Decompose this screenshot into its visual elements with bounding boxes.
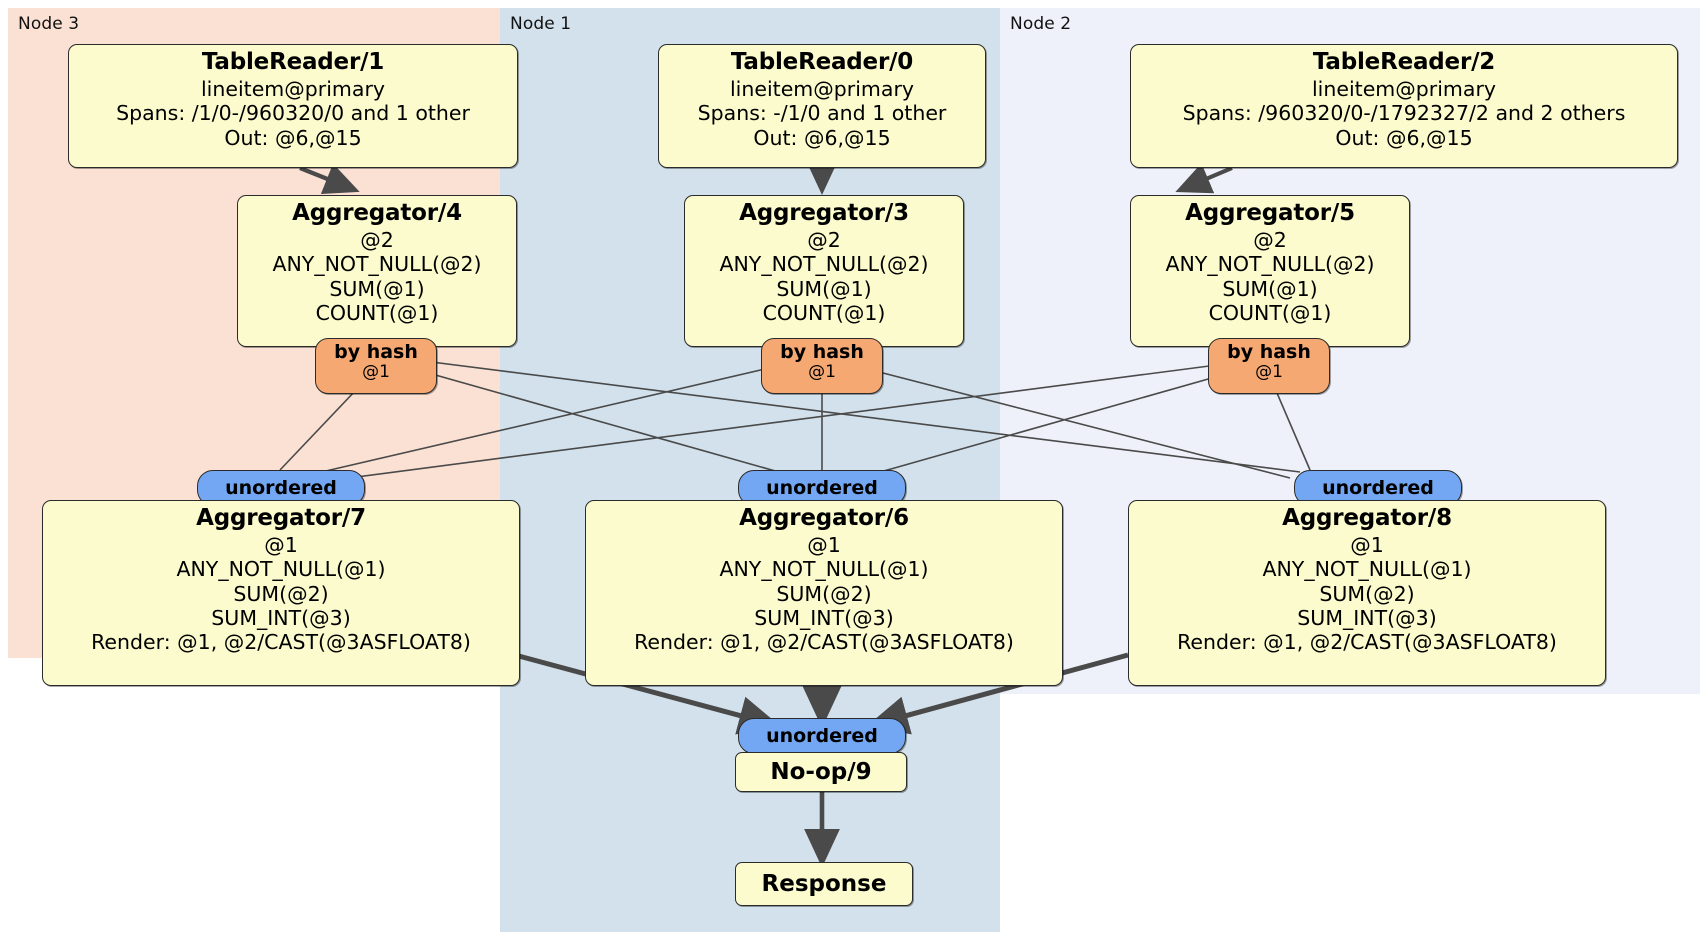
router-column: @1: [1255, 361, 1283, 382]
processor-title: Aggregator/3: [739, 200, 909, 226]
processor-title: Aggregator/6: [739, 505, 909, 531]
processor-line: @1: [1350, 533, 1384, 558]
processor-line: ANY_NOT_NULL(@2): [1165, 252, 1375, 277]
processor-table-reader-1[interactable]: TableReader/1 lineitem@primary Spans: /1…: [68, 44, 518, 168]
node-region-node2-label: Node 2: [1010, 14, 1072, 34]
processor-title: No-op/9: [770, 759, 872, 785]
processor-aggregator-7[interactable]: Aggregator/7 @1 ANY_NOT_NULL(@1) SUM(@2)…: [42, 500, 520, 686]
processor-title: Aggregator/7: [196, 505, 366, 531]
synchronizer-label: unordered: [1322, 477, 1434, 499]
processor-line: Out: @6,@15: [753, 125, 891, 150]
processor-noop-9[interactable]: No-op/9: [735, 752, 907, 792]
processor-line: SUM(@1): [329, 276, 425, 301]
processor-title: Aggregator/4: [292, 200, 462, 226]
processor-line: Spans: -/1/0 and 1 other: [697, 101, 947, 126]
processor-line: COUNT(@1): [315, 300, 439, 325]
processor-line: @2: [807, 228, 841, 253]
processor-table-reader-0[interactable]: TableReader/0 lineitem@primary Spans: -/…: [658, 44, 986, 168]
router-title: by hash: [334, 341, 418, 363]
router-by-hash-right[interactable]: by hash @1: [1208, 338, 1330, 394]
processor-table-reader-2[interactable]: TableReader/2 lineitem@primary Spans: /9…: [1130, 44, 1678, 168]
router-by-hash-left[interactable]: by hash @1: [315, 338, 437, 394]
processor-line: Render: @1, @2/CAST(@3ASFLOAT8): [1177, 629, 1557, 654]
node-region-node3-label: Node 3: [18, 14, 80, 34]
processor-line: SUM(@2): [233, 581, 329, 606]
processor-line: Spans: /1/0-/960320/0 and 1 other: [116, 101, 470, 126]
processor-response[interactable]: Response: [735, 862, 913, 906]
synchronizer-label: unordered: [225, 477, 337, 499]
processor-line: Spans: /960320/0-/1792327/2 and 2 others: [1182, 101, 1626, 126]
processor-line: COUNT(@1): [762, 300, 886, 325]
processor-line: Out: @6,@15: [224, 125, 362, 150]
processor-line: @2: [1253, 228, 1287, 253]
node-region-node1-label: Node 1: [510, 14, 572, 34]
processor-line: lineitem@primary: [200, 77, 386, 102]
processor-title: TableReader/2: [1312, 49, 1496, 75]
processor-line: SUM(@2): [1319, 581, 1415, 606]
processor-title: TableReader/0: [730, 49, 914, 75]
processor-line: lineitem@primary: [1311, 77, 1497, 102]
synchronizer-unordered-final[interactable]: unordered: [738, 718, 906, 754]
processor-line: SUM(@2): [776, 581, 872, 606]
router-by-hash-center[interactable]: by hash @1: [761, 338, 883, 394]
processor-line: SUM_INT(@3): [211, 605, 351, 630]
processor-line: Render: @1, @2/CAST(@3ASFLOAT8): [91, 629, 471, 654]
processor-title: Aggregator/8: [1282, 505, 1452, 531]
processor-title: Aggregator/5: [1185, 200, 1355, 226]
processor-title: Response: [761, 871, 887, 897]
processor-line: COUNT(@1): [1208, 300, 1332, 325]
processor-line: @1: [264, 533, 298, 558]
processor-line: Out: @6,@15: [1335, 125, 1473, 150]
processor-aggregator-6[interactable]: Aggregator/6 @1 ANY_NOT_NULL(@1) SUM(@2)…: [585, 500, 1063, 686]
processor-line: Render: @1, @2/CAST(@3ASFLOAT8): [634, 629, 1014, 654]
synchronizer-label: unordered: [766, 725, 878, 747]
router-column: @1: [808, 361, 836, 382]
processor-line: ANY_NOT_NULL(@2): [719, 252, 929, 277]
processor-line: SUM(@1): [776, 276, 872, 301]
router-title: by hash: [1227, 341, 1311, 363]
processor-line: ANY_NOT_NULL(@1): [176, 557, 386, 582]
processor-line: SUM_INT(@3): [754, 605, 894, 630]
processor-line: lineitem@primary: [729, 77, 915, 102]
processor-aggregator-4[interactable]: Aggregator/4 @2 ANY_NOT_NULL(@2) SUM(@1)…: [237, 195, 517, 347]
processor-aggregator-5[interactable]: Aggregator/5 @2 ANY_NOT_NULL(@2) SUM(@1)…: [1130, 195, 1410, 347]
processor-title: TableReader/1: [201, 49, 385, 75]
synchronizer-label: unordered: [766, 477, 878, 499]
router-column: @1: [362, 361, 390, 382]
processor-aggregator-8[interactable]: Aggregator/8 @1 ANY_NOT_NULL(@1) SUM(@2)…: [1128, 500, 1606, 686]
processor-line: @2: [360, 228, 394, 253]
processor-line: SUM(@1): [1222, 276, 1318, 301]
processor-line: @1: [807, 533, 841, 558]
router-title: by hash: [780, 341, 864, 363]
processor-line: ANY_NOT_NULL(@1): [719, 557, 929, 582]
processor-aggregator-3[interactable]: Aggregator/3 @2 ANY_NOT_NULL(@2) SUM(@1)…: [684, 195, 964, 347]
processor-line: SUM_INT(@3): [1297, 605, 1437, 630]
processor-line: ANY_NOT_NULL(@1): [1262, 557, 1472, 582]
processor-line: ANY_NOT_NULL(@2): [272, 252, 482, 277]
